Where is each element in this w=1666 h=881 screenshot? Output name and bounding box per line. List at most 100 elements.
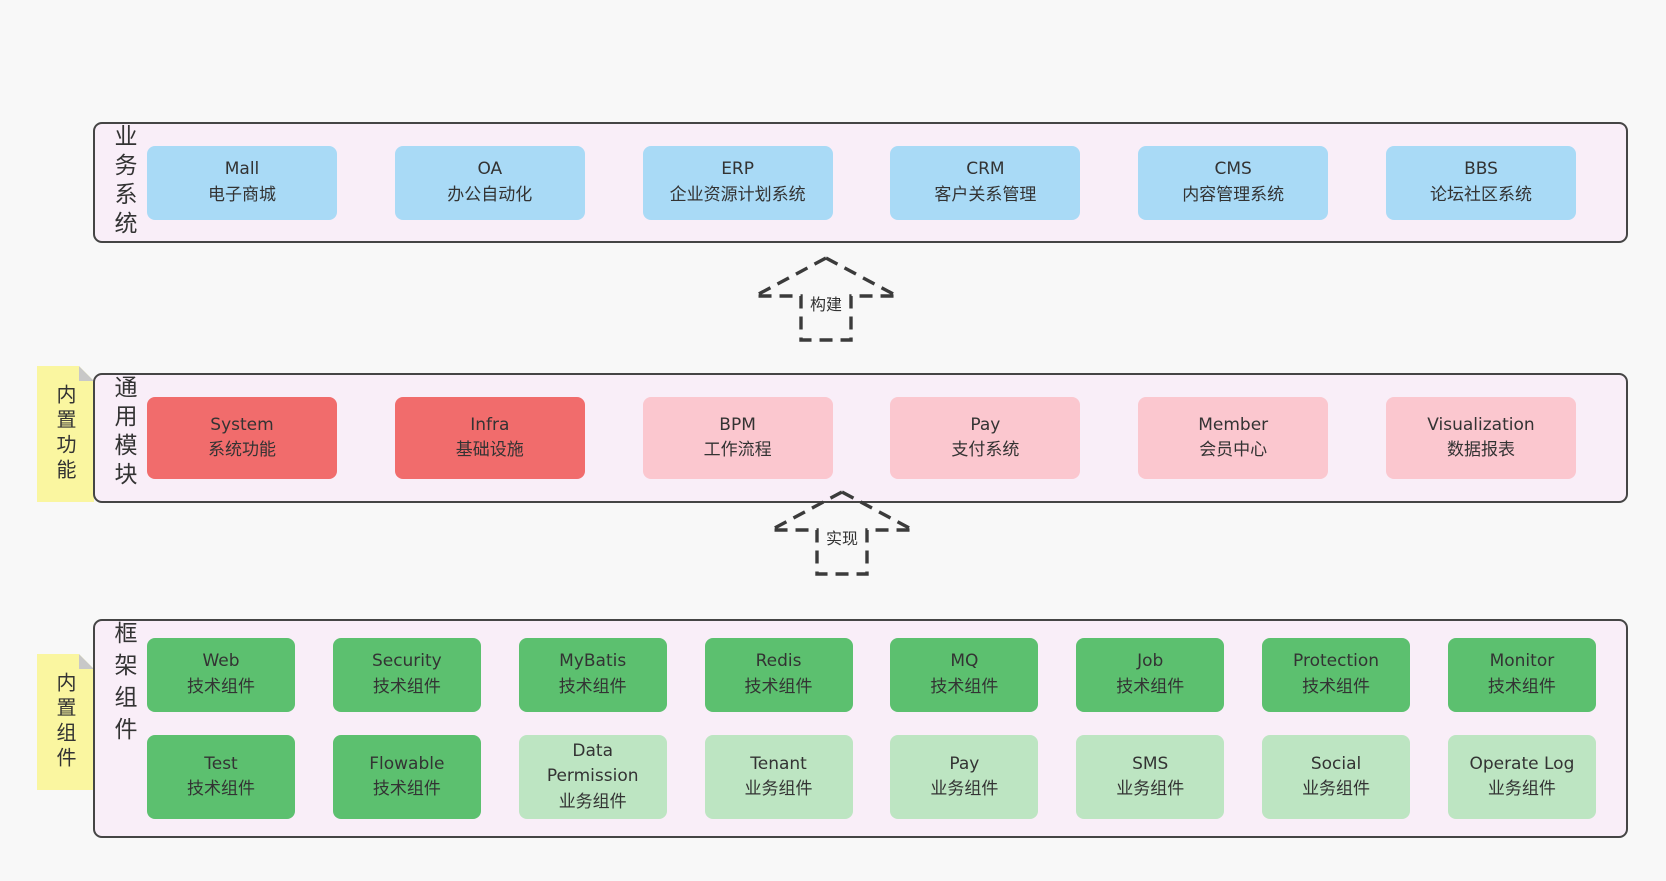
module-name-zh: 电子商城 bbox=[208, 184, 276, 205]
module-name-zh: 论坛社区系统 bbox=[1429, 184, 1532, 205]
module-box-pay: Pay 业务组件 bbox=[890, 734, 1039, 820]
module-name-en: SMS bbox=[1132, 753, 1169, 774]
module-name-en: Job bbox=[1137, 651, 1164, 672]
band-label-business-systems: 业务系统 bbox=[110, 124, 136, 240]
note-fold-icon bbox=[79, 654, 94, 669]
module-box-flowable: Flowable 技术组件 bbox=[332, 734, 481, 820]
module-name-zh: 基础设施 bbox=[455, 440, 524, 460]
module-name-en: Mall bbox=[224, 159, 260, 179]
band-common-modules: 通用模块 System 系统功能 Infra 基础设施 BPM 工作流程 Pay 支付系统 Me… bbox=[93, 373, 1628, 503]
module-name-zh: 技术组件 bbox=[187, 779, 255, 799]
module-box-mybatis: MyBatis 技术组件 bbox=[518, 637, 667, 712]
module-name-zh: 技术组件 bbox=[558, 676, 627, 697]
module-name-zh: 办公自动化 bbox=[447, 184, 533, 205]
module-name-en: Redis bbox=[755, 651, 802, 672]
module-name-en: MQ bbox=[950, 651, 979, 672]
module-name-zh: 业务组件 bbox=[930, 779, 999, 799]
note-label: 内置功能 bbox=[53, 384, 77, 484]
module-name-zh: 客户关系管理 bbox=[934, 184, 1037, 205]
module-name-zh: 技术组件 bbox=[372, 676, 441, 697]
module-name-en: System bbox=[210, 414, 274, 435]
module-name-en: Member bbox=[1198, 414, 1269, 435]
module-name-zh: 业务组件 bbox=[558, 791, 627, 812]
module-box-pay: Pay 支付系统 bbox=[890, 397, 1081, 479]
module-name-zh: 技术组件 bbox=[744, 676, 813, 697]
module-name-en: Operate Log bbox=[1469, 753, 1575, 774]
module-box-data-permission: Data Permission 业务组件 bbox=[518, 734, 667, 820]
module-name-en: MyBatis bbox=[559, 651, 627, 672]
dashed-up-arrow-icon bbox=[754, 256, 898, 342]
module-name-en: Test bbox=[204, 753, 238, 774]
module-name-en: Social bbox=[1310, 753, 1362, 774]
module-box-operate-log: Operate Log 业务组件 bbox=[1447, 734, 1596, 820]
module-name-zh: 内容管理系统 bbox=[1182, 184, 1285, 205]
module-box-cms: CMS 内容管理系统 bbox=[1138, 145, 1329, 220]
module-box-social: Social 业务组件 bbox=[1262, 734, 1411, 820]
module-name-zh: 支付系统 bbox=[951, 440, 1020, 460]
module-name-zh: 数据报表 bbox=[1446, 440, 1515, 460]
module-box-member: Member 会员中心 bbox=[1138, 397, 1329, 479]
note-fold-icon bbox=[79, 366, 94, 381]
module-name-en: CMS bbox=[1214, 159, 1252, 179]
module-name-zh: 技术组件 bbox=[372, 779, 441, 799]
module-name-en: Data Permission bbox=[546, 740, 639, 787]
module-box-erp: ERP 企业资源计划系统 bbox=[642, 145, 833, 220]
module-box-redis: Redis 技术组件 bbox=[704, 637, 853, 712]
module-name-en: Protection bbox=[1293, 651, 1380, 672]
module-box-security: Security 技术组件 bbox=[332, 637, 481, 712]
module-name-zh: 业务组件 bbox=[1302, 779, 1371, 799]
module-box-job: Job 技术组件 bbox=[1076, 637, 1225, 712]
module-name-en: Security bbox=[371, 651, 442, 672]
module-name-zh: 技术组件 bbox=[1487, 676, 1556, 697]
module-name-en: ERP bbox=[721, 159, 754, 179]
sticky-note-builtin-components: 内置组件 bbox=[37, 654, 94, 790]
module-box-mall: Mall 电子商城 bbox=[147, 145, 337, 220]
module-box-infra: Infra 基础设施 bbox=[394, 397, 585, 479]
module-name-zh: 工作流程 bbox=[703, 440, 772, 460]
module-name-en: Pay bbox=[949, 753, 980, 774]
dashed-up-arrow-icon bbox=[770, 490, 914, 576]
module-box-bbs: BBS 论坛社区系统 bbox=[1385, 145, 1576, 220]
module-name-en: CRM bbox=[966, 159, 1005, 179]
arrow-build-label: 构建 bbox=[806, 290, 846, 316]
module-name-en: BBS bbox=[1464, 159, 1498, 179]
band-label-common-modules: 通用模块 bbox=[110, 375, 136, 491]
module-name-zh: 系统功能 bbox=[208, 440, 276, 460]
module-box-web: Web 技术组件 bbox=[147, 637, 295, 712]
module-box-test: Test 技术组件 bbox=[147, 734, 295, 820]
module-name-zh: 企业资源计划系统 bbox=[669, 184, 806, 205]
module-name-en: Web bbox=[202, 651, 240, 672]
module-name-zh: 业务组件 bbox=[744, 779, 813, 799]
module-name-zh: 业务组件 bbox=[1116, 779, 1185, 799]
module-name-zh: 会员中心 bbox=[1199, 440, 1268, 460]
module-name-en: Flowable bbox=[369, 753, 445, 774]
module-name-en: Pay bbox=[970, 414, 1001, 435]
module-box-system: System 系统功能 bbox=[147, 397, 337, 479]
module-name-en: BPM bbox=[719, 414, 756, 435]
band-label-framework-components: 框架组件 bbox=[110, 621, 136, 749]
arrow-build: 构建 bbox=[752, 254, 900, 344]
sticky-note-builtin-features: 内置功能 bbox=[37, 366, 94, 502]
module-name-zh: 技术组件 bbox=[1302, 676, 1371, 697]
module-box-crm: CRM 客户关系管理 bbox=[890, 145, 1081, 220]
arrow-implement-label: 实现 bbox=[822, 524, 862, 550]
module-name-en: Infra bbox=[470, 414, 510, 435]
module-name-zh: 技术组件 bbox=[187, 676, 255, 697]
note-label: 内置组件 bbox=[53, 672, 77, 772]
module-box-sms: SMS 业务组件 bbox=[1076, 734, 1225, 820]
arrow-implement: 实现 bbox=[768, 488, 916, 578]
module-name-zh: 业务组件 bbox=[1487, 779, 1556, 799]
common-modules-box-row: System 系统功能 Infra 基础设施 BPM 工作流程 Pay 支付系统 Member 会… bbox=[147, 375, 1576, 501]
module-box-bpm: BPM 工作流程 bbox=[642, 397, 833, 479]
module-name-zh: 技术组件 bbox=[1116, 676, 1185, 697]
